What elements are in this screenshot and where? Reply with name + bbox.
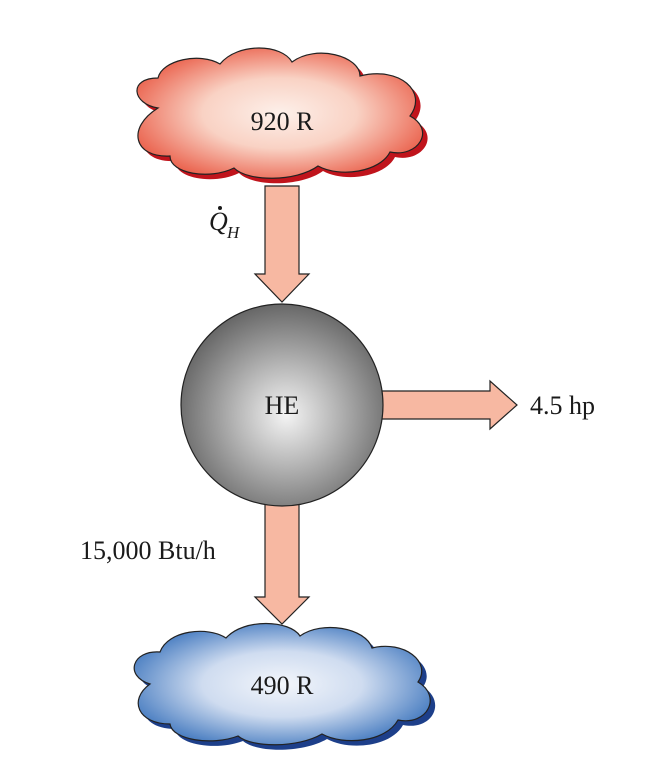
heat-engine-circle [180, 303, 384, 507]
heat-in-subscript: H [226, 223, 241, 242]
heat-in-arrow [253, 185, 311, 303]
cold-reservoir-label: 490 R [251, 671, 315, 700]
heat-engine-label: HE [265, 391, 300, 420]
cold-reservoir: 490 R [133, 622, 436, 750]
heat-in-label: Q H [209, 206, 241, 242]
heat-engine: HE [180, 303, 384, 507]
work-out-label: 4.5 hp [530, 391, 595, 420]
heat-in-symbol: Q [209, 207, 228, 236]
heat-in-dot [218, 206, 222, 210]
hot-reservoir-label: 920 R [251, 107, 315, 136]
hot-reservoir: 920 R [136, 47, 428, 184]
heat-out-label: 15,000 Btu/h [80, 536, 216, 565]
cold-reservoir-cloud [133, 622, 431, 746]
work-out-arrow [375, 379, 518, 431]
hot-reservoir-cloud [136, 47, 424, 179]
heat-out-arrow [253, 494, 311, 625]
